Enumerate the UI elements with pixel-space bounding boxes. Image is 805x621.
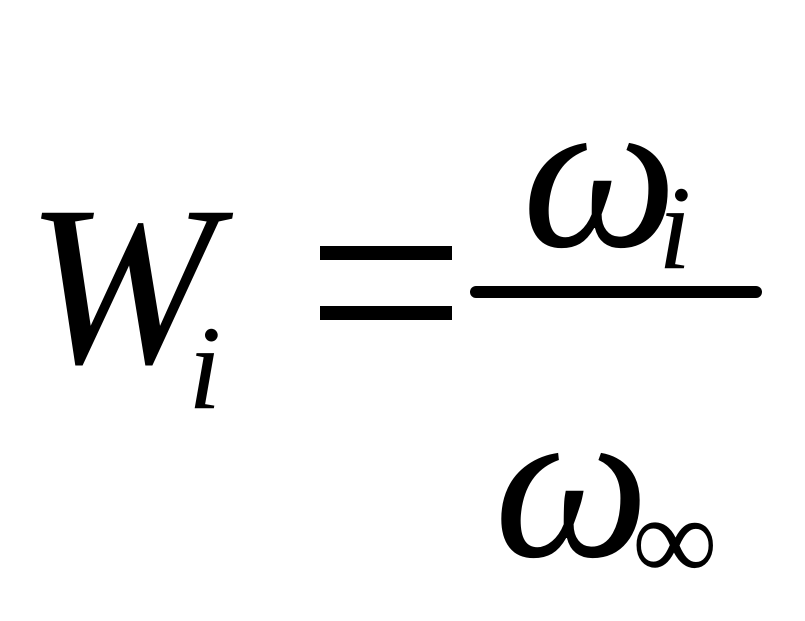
equals-bar-top xyxy=(320,246,452,260)
denominator-subscript: ∞ xyxy=(632,473,718,606)
lhs-subscript: i xyxy=(188,301,222,434)
fraction-bar xyxy=(470,286,762,298)
lhs-symbol: W xyxy=(26,160,216,412)
equals-sign xyxy=(320,246,452,320)
numerator-symbol: ω xyxy=(522,50,678,294)
denominator-symbol: ω xyxy=(494,360,650,604)
equals-bar-bottom xyxy=(320,306,452,320)
numerator-subscript: i xyxy=(658,161,692,294)
